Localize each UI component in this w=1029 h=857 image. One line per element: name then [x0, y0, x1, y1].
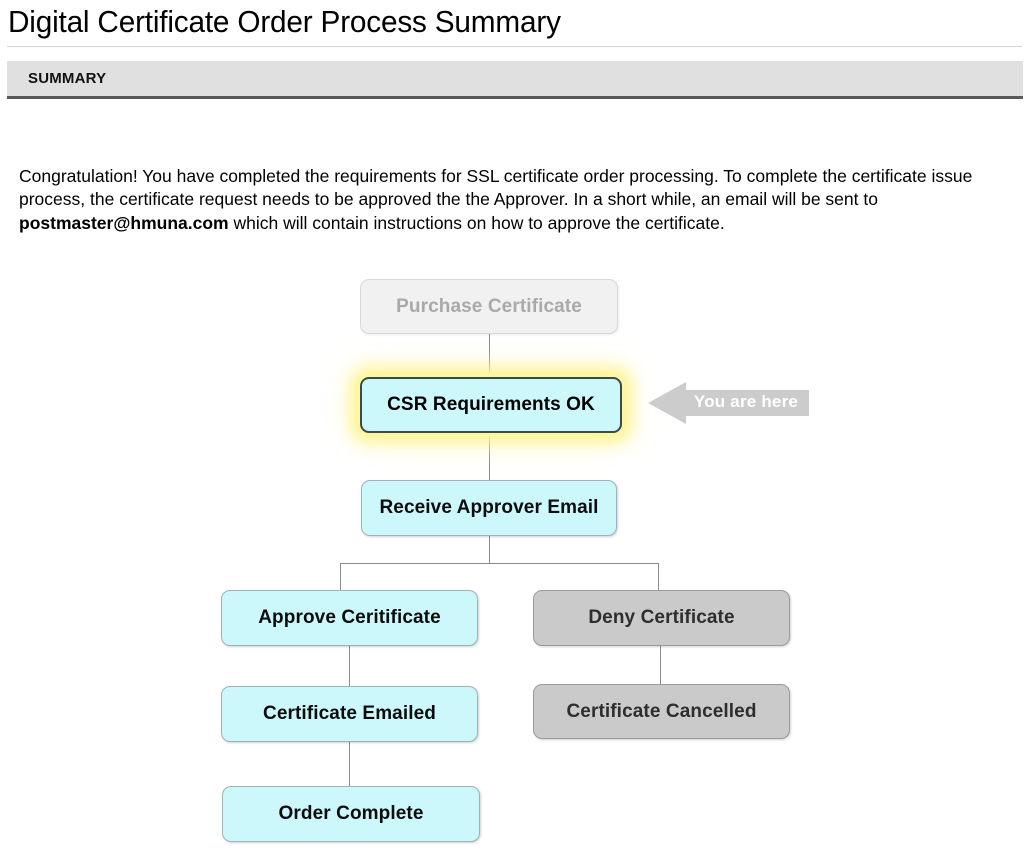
connector-split-to-deny: [658, 563, 659, 591]
connector-purchase-to-csr: [489, 333, 490, 378]
flow-node-label: Receive Approver Email: [379, 497, 599, 518]
title-divider: [7, 46, 1022, 47]
summary-section-bar: SUMMARY: [7, 61, 1023, 99]
flow-node-label: Purchase Certificate: [396, 295, 582, 317]
flow-node-csr-requirements-ok[interactable]: CSR Requirements OK: [360, 377, 622, 433]
flow-node-purchase-certificate[interactable]: Purchase Certificate: [360, 279, 618, 334]
intro-text-part-2: which will contain instructions on how t…: [228, 212, 725, 233]
approver-email-address: postmaster@hmuna.com: [19, 212, 229, 233]
flow-node-label: Certificate Emailed: [263, 703, 436, 724]
flow-node-approve-certificate[interactable]: Approve Ceritificate: [221, 590, 478, 646]
flow-node-label: Approve Ceritificate: [258, 607, 441, 628]
page-title: Digital Certificate Order Process Summar…: [8, 4, 561, 39]
flow-node-deny-certificate[interactable]: Deny Certificate: [533, 590, 790, 646]
flow-node-certificate-emailed[interactable]: Certificate Emailed: [221, 686, 478, 742]
flow-node-label: Deny Certificate: [588, 607, 735, 628]
connector-split-to-approve: [340, 563, 341, 591]
connector-approve-to-emailed: [349, 645, 350, 687]
connector-deny-to-cancelled: [660, 645, 661, 687]
flow-node-receive-approver-email[interactable]: Receive Approver Email: [361, 480, 617, 536]
flow-node-label: Certificate Cancelled: [566, 700, 757, 722]
you-are-here-label: You are here: [693, 392, 799, 411]
connector-split-horizontal: [340, 563, 659, 564]
you-are-here-marker: You are here: [648, 382, 809, 424]
flow-node-certificate-cancelled[interactable]: Certificate Cancelled: [533, 684, 790, 739]
connector-emailed-to-complete: [349, 742, 350, 786]
left-arrow-icon: [648, 382, 809, 424]
flow-node-order-complete[interactable]: Order Complete: [222, 786, 480, 842]
intro-text-part-1: Congratulation! You have completed the r…: [19, 165, 973, 210]
connector-csr-to-receive-email: [489, 432, 490, 481]
flow-node-label: Order Complete: [278, 803, 424, 824]
connector-receive-email-to-split: [489, 535, 490, 563]
intro-paragraph: Congratulation! You have completed the r…: [19, 165, 1012, 236]
summary-section-label: SUMMARY: [28, 70, 107, 87]
flow-node-label: CSR Requirements OK: [387, 394, 595, 415]
